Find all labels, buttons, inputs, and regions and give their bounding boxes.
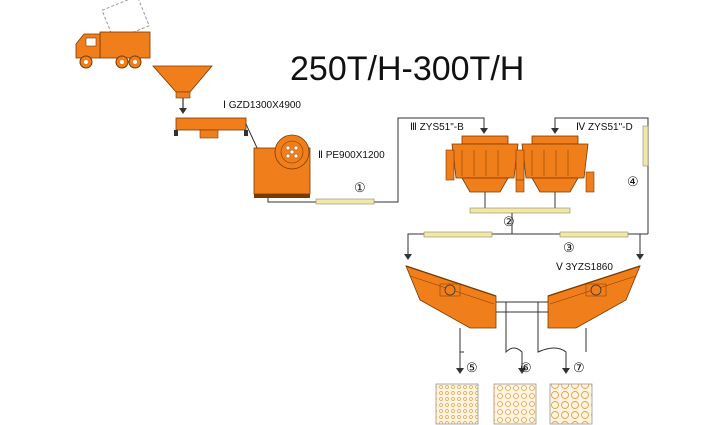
stockpile-7 xyxy=(549,383,593,425)
cone-crusher-b-label: Ⅲ ZYS51"-B xyxy=(410,122,464,133)
diagram-title: 250T/H-300T/H xyxy=(290,50,524,88)
cone-crusher-b xyxy=(445,135,525,206)
output-7-label: ⑦ xyxy=(573,360,585,375)
stockpile-6 xyxy=(493,383,537,425)
screen-label: Ⅴ 3YZS1860 xyxy=(556,262,613,273)
conveyor-1-label: ① xyxy=(354,180,366,195)
conveyor-4-label: ④ xyxy=(627,174,639,189)
vibrating-screen-left xyxy=(405,265,497,329)
conveyor-4 xyxy=(551,117,649,234)
dump-truck-icon xyxy=(75,0,151,69)
cone-crusher-d xyxy=(515,135,595,206)
distribution-line xyxy=(404,231,648,260)
feed-hopper xyxy=(152,65,213,114)
output-6-label: ⑥ xyxy=(520,360,532,375)
output-5-label: ⑤ xyxy=(466,360,478,375)
conveyor-2 xyxy=(469,206,571,234)
jaw-crusher-label: Ⅱ PE900X1200 xyxy=(318,150,385,161)
output-lines xyxy=(456,301,587,374)
vibrating-screen-right xyxy=(547,265,641,329)
conveyor-1 xyxy=(267,117,488,205)
cone-crusher-d-label: Ⅳ ZYS51"-D xyxy=(576,122,633,133)
feeder-label: Ⅰ GZD1300X4900 xyxy=(223,100,301,111)
stockpile-5 xyxy=(435,383,479,425)
vibrating-feeder xyxy=(174,117,259,151)
jaw-crusher xyxy=(253,134,311,198)
conveyor-2-label: ② xyxy=(503,214,515,229)
conveyor-3-label: ③ xyxy=(563,240,575,255)
